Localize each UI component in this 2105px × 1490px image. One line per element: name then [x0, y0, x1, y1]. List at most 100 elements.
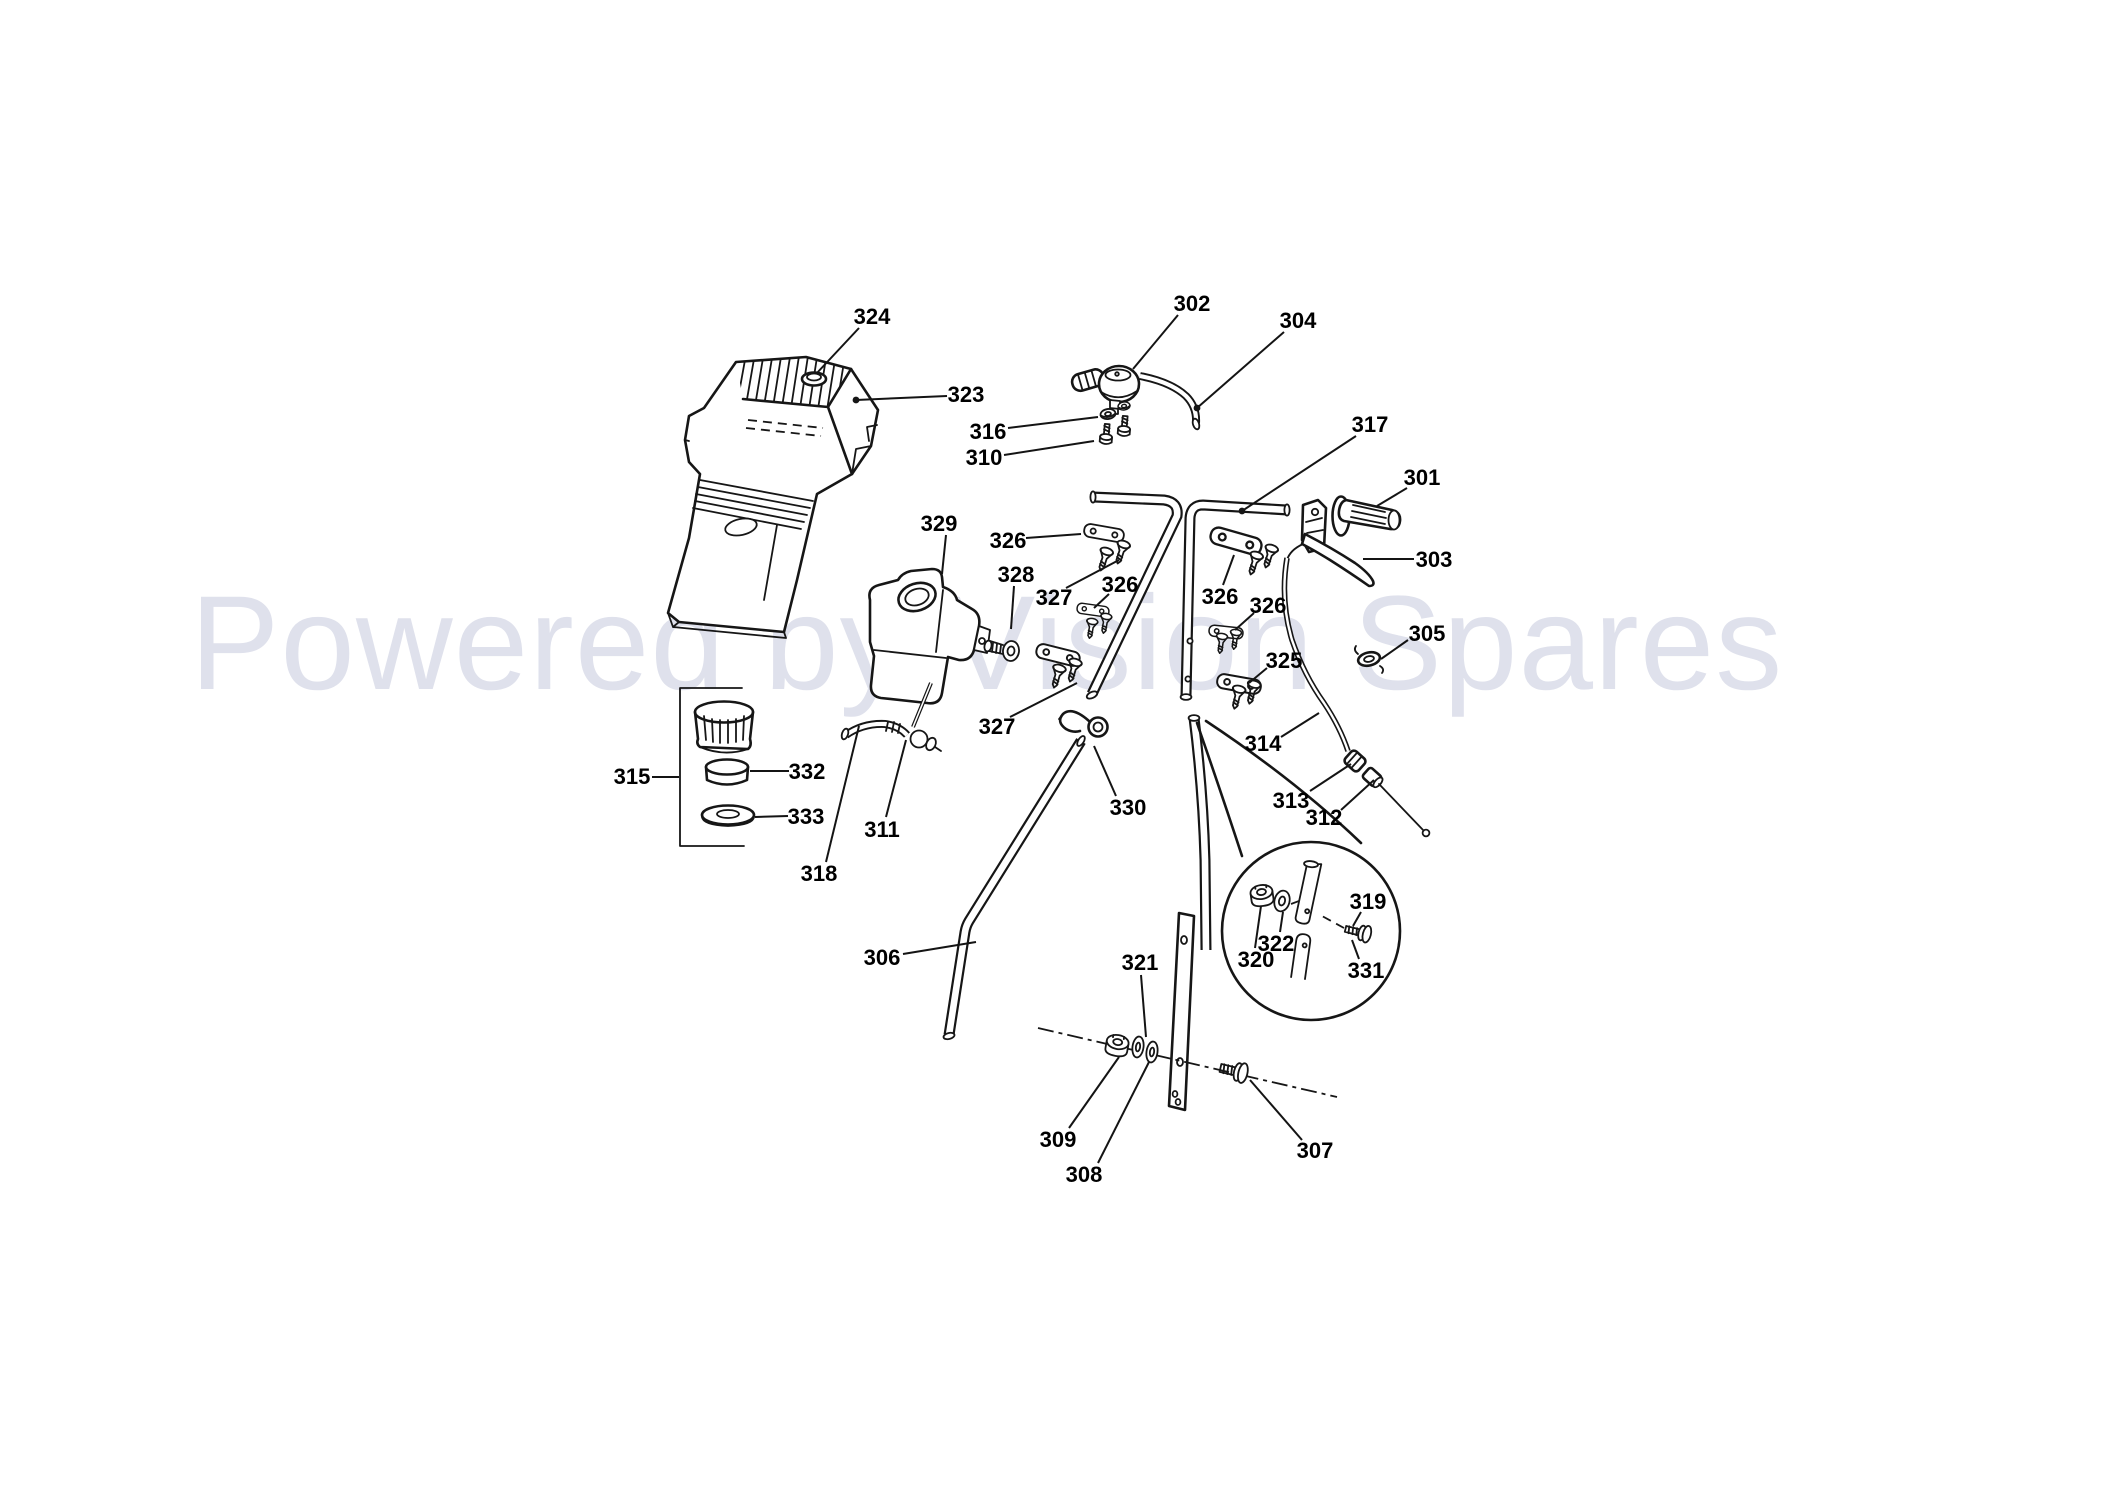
svg-text:333: 333 [788, 804, 825, 829]
svg-text:326: 326 [990, 528, 1027, 553]
part-label-327-29: 327 [1036, 559, 1120, 610]
svg-text:326: 326 [1102, 572, 1139, 597]
part-label-310-9: 310 [966, 440, 1095, 470]
part-label-324-23: 324 [815, 304, 891, 375]
svg-text:332: 332 [789, 759, 826, 784]
part-throttle-lever-303 [1286, 532, 1375, 588]
part-label-312-11: 312 [1306, 779, 1375, 830]
part-tube-stub-upper [1294, 860, 1323, 925]
svg-text:315: 315 [614, 764, 651, 789]
part-label-309-8: 309 [1040, 1056, 1120, 1152]
svg-text:304: 304 [1280, 308, 1317, 333]
svg-text:330: 330 [1110, 795, 1147, 820]
part-bolt-307 [1218, 1062, 1249, 1084]
svg-text:314: 314 [1245, 731, 1282, 756]
part-label-326-27: 326 [1202, 554, 1239, 609]
part-fuel-valve [1070, 364, 1141, 415]
svg-text:318: 318 [801, 861, 838, 886]
svg-text:309: 309 [1040, 1127, 1077, 1152]
part-handlebar-right-317 [1179, 499, 1291, 701]
part-label-301-0: 301 [1376, 465, 1441, 507]
part-label-326-26: 326 [1093, 572, 1139, 609]
svg-text:331: 331 [1348, 958, 1385, 983]
part-screws-310 [1098, 414, 1133, 446]
part-bolt-group [1037, 1027, 1338, 1098]
part-handlebar-upper-left [1085, 490, 1183, 700]
part-tube-stub-lower [1290, 933, 1312, 980]
part-lower-left-tube-306 [942, 735, 1086, 1041]
part-lower-right-tube [1187, 714, 1212, 951]
part-label-323-22: 323 [852, 382, 985, 407]
svg-text:320: 320 [1238, 947, 1275, 972]
part-throttle-cable [1281, 557, 1431, 838]
part-label-320-19: 320 [1238, 905, 1275, 972]
svg-text:326: 326 [1202, 584, 1239, 609]
part-label-325-24: 325 [1248, 648, 1303, 684]
part-label-304-3: 304 [1193, 308, 1317, 412]
part-label-302-1: 302 [1132, 291, 1211, 370]
part-bolt-328 [983, 639, 1020, 662]
part-mount-bar [1167, 911, 1196, 1112]
part-fuel-pipe [1139, 372, 1201, 431]
part-label-318-17: 318 [801, 725, 860, 886]
part-label-308-7: 308 [1066, 1061, 1150, 1187]
svg-text:326: 326 [1250, 593, 1287, 618]
part-label-306-5: 306 [864, 941, 977, 970]
part-hook-clip-330 [1058, 709, 1109, 738]
part-label-316-15: 316 [970, 416, 1099, 444]
svg-text:302: 302 [1174, 291, 1211, 316]
part-label-330-33: 330 [1093, 745, 1147, 820]
part-label-333-36: 333 [754, 804, 825, 829]
svg-text:319: 319 [1350, 889, 1387, 914]
part-oil-tank [868, 567, 991, 705]
part-label-319-18: 319 [1350, 889, 1387, 927]
svg-text:306: 306 [864, 945, 901, 970]
part-label-326-25: 326 [990, 528, 1082, 553]
part-label-317-16: 317 [1238, 412, 1389, 515]
part-fuel-hose [840, 682, 942, 752]
svg-text:317: 317 [1352, 412, 1389, 437]
svg-text:321: 321 [1122, 950, 1159, 975]
svg-text:308: 308 [1066, 1162, 1103, 1187]
svg-text:301: 301 [1404, 465, 1441, 490]
svg-text:303: 303 [1416, 547, 1453, 572]
svg-text:327: 327 [1036, 585, 1073, 610]
part-label-315-14: 315 [614, 764, 679, 789]
svg-text:312: 312 [1306, 805, 1343, 830]
part-screw-319 [1343, 924, 1373, 944]
svg-text:325: 325 [1266, 648, 1303, 673]
svg-text:313: 313 [1273, 788, 1310, 813]
svg-text:329: 329 [921, 511, 958, 536]
svg-text:323: 323 [948, 382, 985, 407]
svg-text:311: 311 [864, 817, 900, 842]
part-grip-301 [1331, 495, 1402, 537]
svg-text:328: 328 [998, 562, 1035, 587]
part-cap-group-315 [679, 687, 756, 847]
part-label-311-10: 311 [864, 739, 907, 842]
part-nut-320 [1248, 882, 1276, 909]
part-label-314-13: 314 [1245, 712, 1320, 756]
part-engine-cover [666, 355, 880, 639]
part-cable-clip-305 [1353, 645, 1385, 674]
part-adjuster-313 [1343, 749, 1367, 773]
part-label-329-32: 329 [921, 511, 958, 575]
part-fuel-cap [800, 371, 828, 387]
part-label-332-35: 332 [750, 759, 825, 784]
part-label-305-4: 305 [1380, 621, 1446, 660]
part-label-326-28: 326 [1234, 593, 1287, 631]
part-label-313-12: 313 [1273, 763, 1352, 813]
part-label-322-21: 322 [1258, 911, 1295, 956]
svg-text:305: 305 [1409, 621, 1446, 646]
part-washer-321 [1130, 1034, 1146, 1060]
svg-text:322: 322 [1258, 931, 1295, 956]
svg-text:307: 307 [1297, 1138, 1334, 1163]
detail-circle [1195, 719, 1402, 1022]
svg-text:327: 327 [979, 714, 1016, 739]
part-label-307-6: 307 [1249, 1079, 1334, 1163]
part-label-328-31: 328 [998, 562, 1035, 630]
part-nut-309 [1103, 1032, 1131, 1059]
part-label-327-30: 327 [979, 682, 1078, 739]
part-washer-322 [1273, 889, 1291, 913]
